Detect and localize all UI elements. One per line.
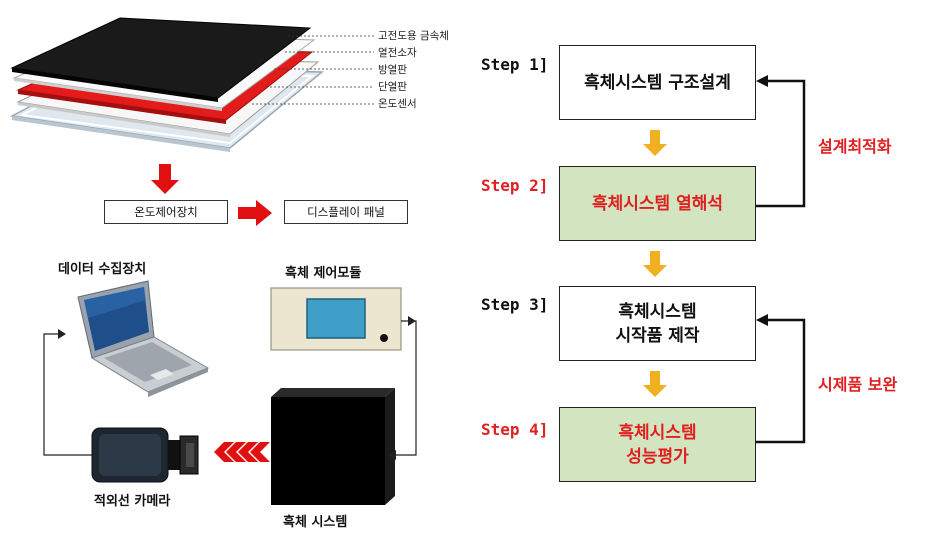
ir-camera-caption: 적외선 카메라 (94, 494, 171, 509)
laptop-icon (77, 280, 210, 397)
prototype-revision-label: 시제품 보완 (818, 375, 898, 394)
step-box-2: 흑체시스템 열해석 (559, 166, 756, 241)
metal-plate-layer (10, 17, 312, 102)
control-module-caption: 흑체 제어모듈 (285, 266, 362, 281)
design-optimization-label: 설계최적화 (818, 137, 892, 156)
data-collector-caption: 데이터 수집장치 (58, 262, 147, 277)
feedback-arrow-icon (756, 75, 768, 87)
step-box-4: 흑체시스템 성능평가 (559, 407, 756, 482)
arrow-out-module-icon (408, 316, 416, 326)
temp-controller-box: 온도제어장치 (104, 200, 228, 224)
step-label: Step 4] (481, 420, 549, 439)
step-label: Step 1] (481, 55, 549, 74)
control-module-icon (270, 287, 402, 351)
step-box-text: 시작품 제작 (615, 325, 700, 346)
blackbody-cube-icon (271, 388, 395, 505)
blackbody-system-caption: 흑체 시스템 (283, 515, 348, 530)
step-box-1: 흑체시스템 구조설계 (559, 45, 756, 120)
layer-label-thermoelectric: 열전소자 (378, 47, 417, 59)
step-box-text: 흑체시스템 구조설계 (584, 72, 731, 93)
feedback-arrow-icon (756, 314, 768, 326)
radiation-chevrons-icon (214, 442, 270, 462)
gold-down-arrow-icon (643, 371, 667, 397)
display-panel-box: 디스플레이 패널 (284, 200, 408, 224)
step-box-text: 흑체시스템 열해석 (591, 193, 724, 214)
step-arrows (643, 130, 667, 397)
down-arrow-icon (151, 164, 179, 194)
step-box-text: 흑체시스템 (618, 422, 697, 443)
step-box-text: 성능평가 (626, 446, 689, 467)
arrow-into-blackbody-icon (388, 450, 396, 460)
feedback-lines (756, 79, 806, 444)
layer-leader-lines (252, 35, 374, 105)
arrow-into-laptop-icon (58, 329, 66, 339)
ir-camera-icon (91, 427, 199, 483)
layer-label-heat-sink: 방열판 (378, 64, 407, 76)
layer-label-insulation: 단열판 (378, 81, 407, 93)
step-label: Step 3] (481, 295, 549, 314)
layer-label-metal: 고전도용 금속체 (378, 30, 449, 42)
right-arrow-icon (238, 200, 272, 226)
step-label: Step 2] (481, 176, 549, 195)
gold-down-arrow-icon (643, 130, 667, 156)
step-box-text: 흑체시스템 (618, 301, 697, 322)
layer-label-sensor: 온도센서 (378, 98, 417, 110)
gold-down-arrow-icon (643, 251, 667, 277)
step-box-3: 흑체시스템 시작품 제작 (559, 286, 756, 361)
